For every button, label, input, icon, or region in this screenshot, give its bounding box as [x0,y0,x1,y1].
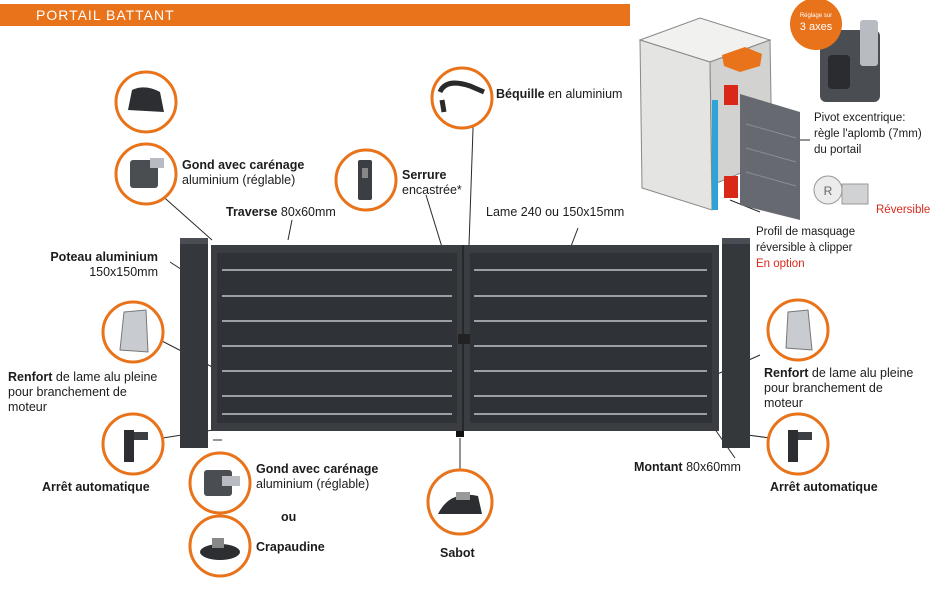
crapaudine-label: Crapaudine [256,540,325,554]
section-title: PORTAIL BATTANT [36,7,175,23]
sabot-label: Sabot [440,546,475,560]
svg-text:R: R [824,184,833,198]
lock-icon [358,160,372,200]
pivot-base-icon [200,538,240,560]
montant-label: Montant 80x60mm [634,460,741,474]
bequille-circle [430,66,494,130]
traverse-label: Traverse 80x60mm [226,205,336,219]
adjustment-badge [790,0,842,50]
badge-small-text: Réglage sur [799,13,833,19]
bequille-label: Béquille en aluminium [496,87,623,101]
section-banner: PORTAIL BATTANT [0,4,630,26]
left-leaf [211,245,463,431]
pivot-label: Pivot excentrique:règle l'aplomb (7mm)du… [814,112,922,156]
lame-label: Lame 240 ou 150x15mm [486,205,625,219]
handle-icon [437,80,485,113]
ou-label: ou [281,510,297,524]
cap-icon [128,87,164,112]
reinforcement-right-icon [785,309,813,351]
reversible-icon: R [813,175,869,205]
right-post [722,238,750,448]
hinge-icon [130,158,164,188]
reversible-label: Réversible [876,204,931,216]
reinforcement-left-icon [119,309,149,353]
left-post [180,238,208,448]
lock-handle [458,334,470,344]
hinge-bottom-icon [204,470,240,496]
pillar-illustration [638,17,800,220]
stop-right-icon [788,430,812,462]
sabot-icon [438,492,482,514]
arret-left-label: Arrêt automatique [42,480,150,494]
pivot-part [820,20,880,102]
right-leaf [463,245,719,431]
stop-left-icon [124,430,148,462]
sabot-marker [456,431,464,437]
arret-right-label: Arrêt automatique [770,480,878,494]
badge-big-text: 3 axes [799,21,833,33]
